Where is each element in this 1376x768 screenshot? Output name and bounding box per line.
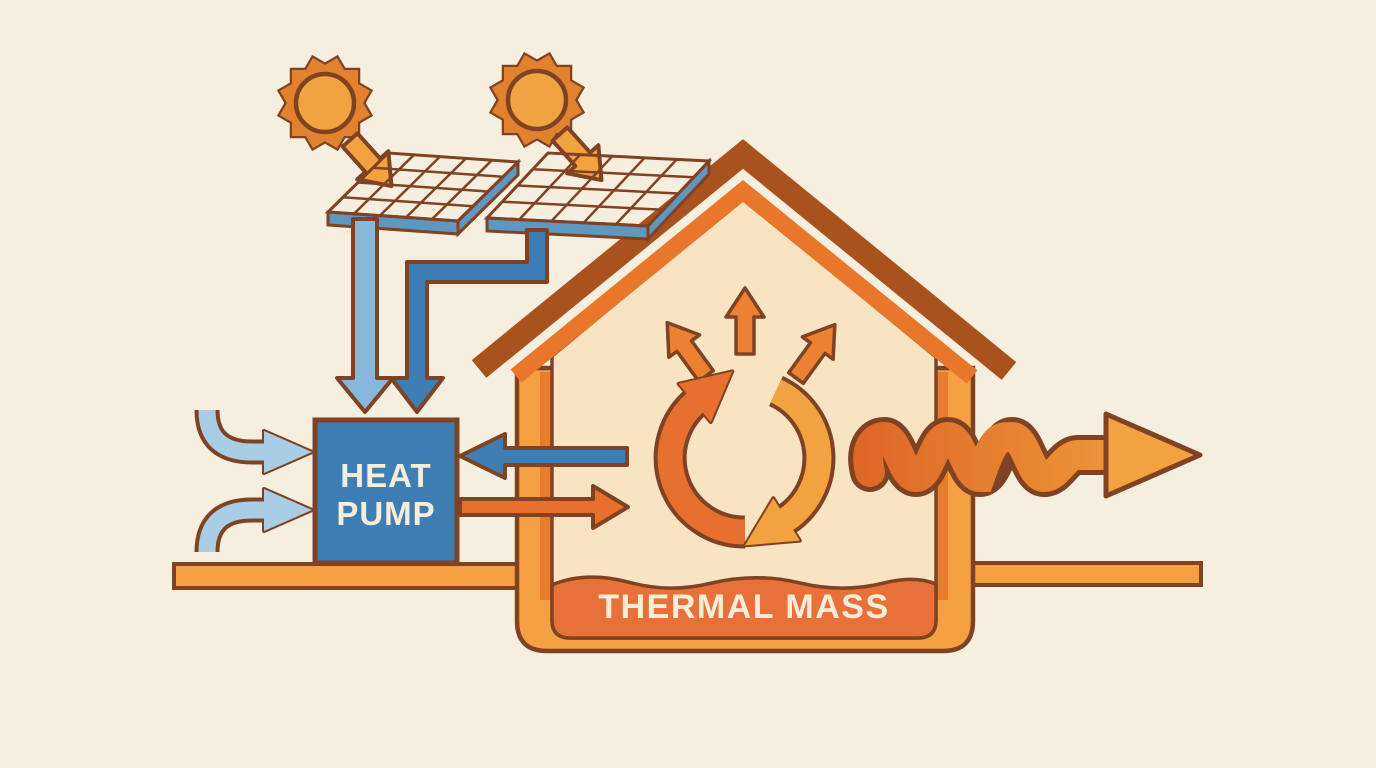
heat-pump-label-line2: PUMP [336,495,435,532]
circulation-arc-left [653,369,746,549]
heat-pump-box: HEAT PUMP [312,417,460,566]
sun-icon-right [488,51,586,149]
circulation-arc-right [742,376,836,548]
solar-panel-left [328,153,518,234]
thermal-mass-label: THERMAL MASS [598,588,889,626]
solar-panel-right [487,153,709,239]
sun-icon-left [276,54,374,152]
return-arrow-blue [458,432,629,480]
panel-feed-arrow-straight [335,217,395,414]
rising-heat-arrow-right [786,322,837,386]
roof-inner-band [510,180,978,384]
supply-arrow-orange [458,484,630,530]
ambient-air-arrow-lower [194,487,314,553]
house-wall-inner-left [540,372,553,600]
roof-outer-band [471,139,1017,380]
heat-loss-wavy-arrow [848,411,1203,499]
rising-heat-arrow-left [665,320,716,384]
rising-heat-arrow-center [724,286,766,356]
heat-pump-label-line1: HEAT [340,457,431,494]
ambient-air-arrow-upper [194,409,314,475]
thermal-mass-band [550,575,938,640]
ground-line [172,561,1203,590]
panel-feed-arrow-elbow [389,228,549,414]
